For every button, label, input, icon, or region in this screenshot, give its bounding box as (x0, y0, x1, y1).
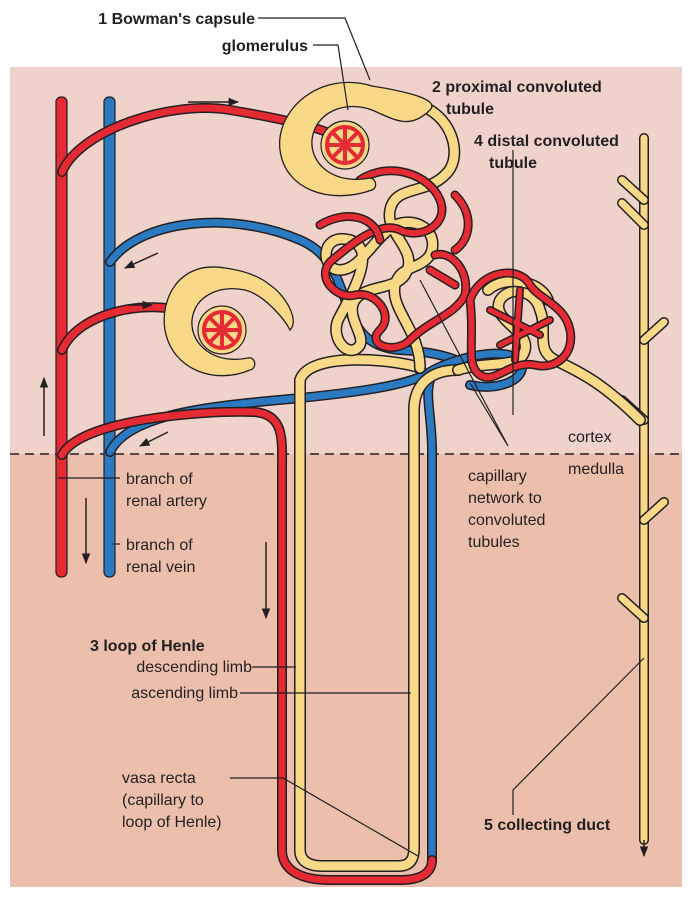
label-capillary-3: convoluted (468, 512, 545, 529)
label-loop-of-henle: 3 loop of Henle (90, 638, 205, 655)
label-descending-limb: descending limb (136, 659, 252, 676)
renal-vein-vessel (104, 97, 115, 577)
label-capillary-4: tubules (468, 534, 520, 551)
label-bowmans-capsule: 1 Bowman's capsule (98, 11, 255, 28)
label-renal-artery-1: branch of (126, 471, 193, 488)
label-capillary-1: capillary (468, 468, 527, 485)
label-renal-vein-2: renal vein (126, 559, 195, 576)
label-distal-1: 4 distal convoluted (474, 133, 619, 150)
label-renal-vein-1: branch of (126, 537, 193, 554)
label-capillary-2: network to (468, 490, 542, 507)
label-vasa-recta-2: (capillary to (122, 792, 204, 809)
label-vasa-recta-1: vasa recta (122, 770, 196, 787)
label-distal-2: tubule (489, 155, 537, 172)
label-collecting-duct: 5 collecting duct (484, 817, 611, 834)
label-renal-artery-2: renal artery (126, 493, 207, 510)
label-ascending-limb: ascending limb (131, 685, 238, 702)
label-vasa-recta-3: loop of Henle) (122, 814, 222, 831)
label-glomerulus: glomerulus (222, 38, 308, 55)
label-cortex: cortex (568, 429, 612, 446)
label-proximal-2: tubule (446, 101, 494, 118)
label-proximal-1: 2 proximal convoluted (432, 79, 602, 96)
label-medulla: medulla (568, 461, 624, 478)
